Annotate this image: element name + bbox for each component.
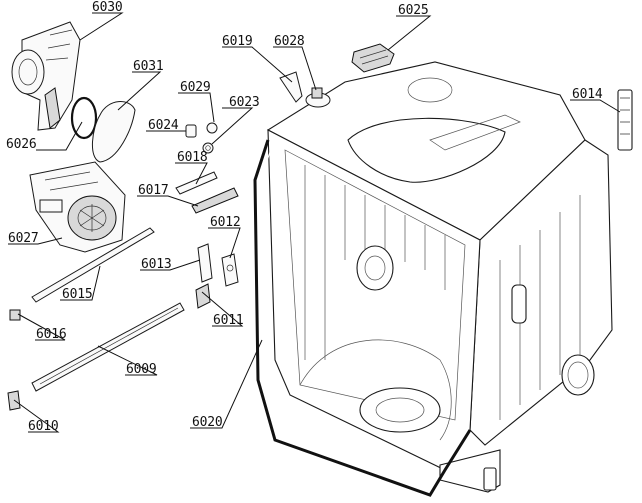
label-6024: 6024	[148, 118, 179, 133]
label-6023: 6023	[229, 95, 260, 110]
label-6028: 6028	[274, 34, 305, 49]
label-6019: 6019	[222, 34, 253, 49]
label-6015: 6015	[62, 287, 93, 302]
part-6025	[351, 43, 395, 73]
part-6011	[195, 283, 211, 309]
label-6016: 6016	[36, 327, 67, 342]
label-6031: 6031	[133, 59, 164, 74]
label-6025: 6025	[398, 3, 429, 18]
part-6015	[31, 227, 155, 303]
part-6028	[305, 87, 331, 108]
part-6013	[197, 243, 213, 283]
label-6014: 6014	[572, 87, 603, 102]
part-6012	[221, 253, 239, 287]
part-6029	[206, 122, 218, 134]
part-6023	[202, 142, 214, 154]
label-6018: 6018	[177, 150, 208, 165]
part-6030	[11, 21, 81, 131]
part-6014	[617, 89, 633, 151]
label-6009: 6009	[126, 362, 157, 377]
label-6030: 6030	[92, 0, 123, 15]
part-6016	[9, 309, 21, 321]
label-6029: 6029	[180, 80, 211, 95]
part-6024	[185, 124, 197, 138]
part-6009	[31, 302, 185, 392]
part-6019	[279, 71, 303, 103]
label-6020: 6020	[192, 415, 223, 430]
label-6027: 6027	[8, 231, 39, 246]
part-6031	[92, 101, 136, 163]
label-6011: 6011	[213, 313, 244, 328]
part-6027	[29, 161, 126, 253]
part-6026	[70, 96, 98, 140]
label-6017: 6017	[138, 183, 169, 198]
label-6013: 6013	[141, 257, 172, 272]
part-6017	[191, 187, 239, 214]
label-6010: 6010	[28, 419, 59, 434]
label-6012: 6012	[210, 215, 241, 230]
leader-lines	[8, 12, 621, 433]
tub-assembly	[253, 61, 633, 497]
label-6026: 6026	[6, 137, 37, 152]
part-labels: 6030 6031 6026 6029 6024 6019 6028 6023 …	[6, 0, 603, 434]
